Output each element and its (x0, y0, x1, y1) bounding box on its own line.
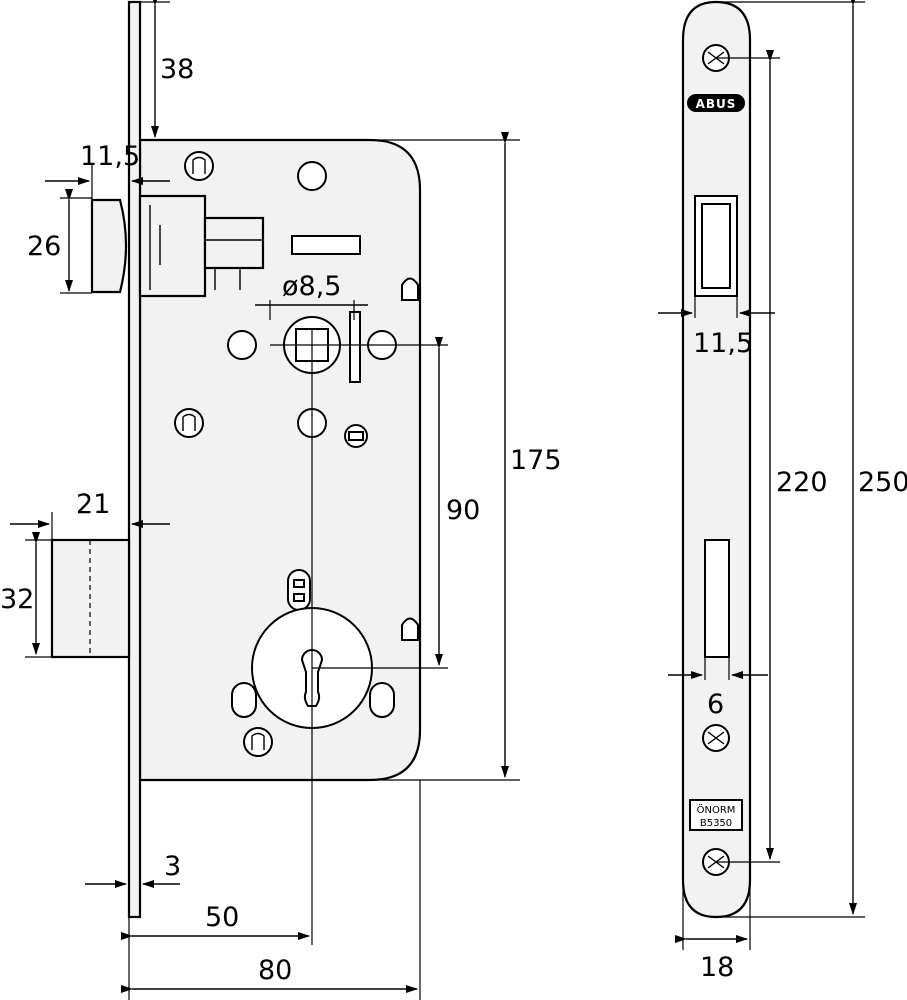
case-holes (174, 151, 419, 757)
latch (90, 194, 265, 298)
onorm-line1: ÖNORM (697, 803, 736, 816)
dim-spindle-diameter: ø8,5 (282, 271, 341, 302)
dim-backset: 50 (205, 902, 239, 933)
front-view: ABUS ÖNORM B5350 11,5 6 (658, 0, 907, 983)
dim-plate-thickness: 3 (164, 851, 181, 882)
abus-logo: ABUS (687, 94, 745, 112)
dim-body-height: 175 (510, 445, 562, 476)
abus-logo-text: ABUS (696, 97, 737, 111)
side-view: 38 11,5 26 ø8,5 175 90 21 32 3 50 (0, 0, 562, 1000)
forend-plate (127, 0, 142, 919)
faceplate (681, 0, 752, 919)
latch-front (694, 195, 738, 297)
dim-front-latch-projection: 11,5 (693, 328, 753, 359)
lock-case (138, 138, 422, 782)
dim-latch-height: 26 (27, 231, 61, 262)
onorm-line2: B5350 (700, 818, 732, 829)
dim-plate-width: 18 (700, 952, 734, 983)
dim-center-distance: 90 (446, 495, 480, 526)
dim-bolt-height: 32 (0, 584, 34, 615)
dim-screw-distance: 220 (776, 467, 828, 498)
screw-hole-middle (702, 724, 730, 752)
bolt-slot (704, 539, 730, 658)
dim-latch-projection: 11,5 (80, 141, 140, 172)
dim-front-bolt-width: 6 (707, 689, 724, 720)
dim-top-offset: 38 (160, 54, 194, 85)
dim-bolt-projection: 21 (76, 489, 110, 520)
dim-case-depth: 80 (258, 955, 292, 986)
deadbolt (50, 538, 131, 659)
onorm-label: ÖNORM B5350 (689, 799, 743, 831)
dim-plate-length: 250 (858, 467, 907, 498)
